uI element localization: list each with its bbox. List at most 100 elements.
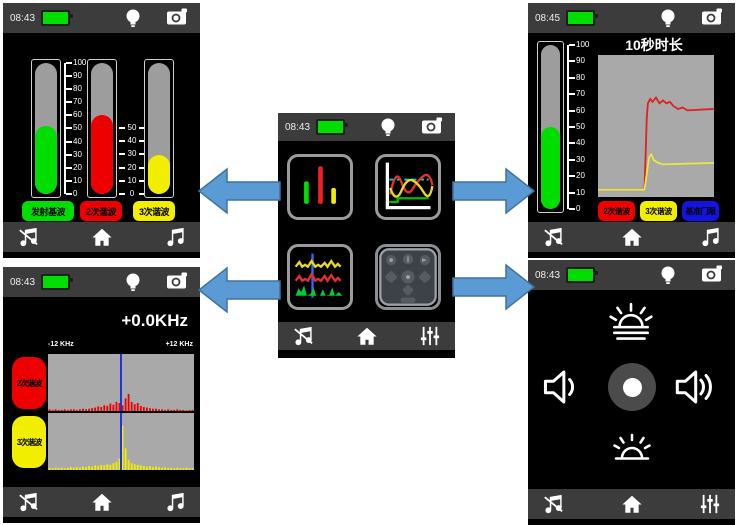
remote-control-icon <box>379 248 437 306</box>
spectrum-content: +0.0KHz -12 KHz +12 KHz 2次谐波 3次谐波 <box>3 297 200 487</box>
brightness-up-button[interactable] <box>606 302 656 346</box>
clock: 08:43 <box>10 12 36 24</box>
arrow-to-trend-chart <box>452 167 536 215</box>
meter-fill <box>541 127 560 209</box>
camera-icon[interactable] <box>701 7 723 29</box>
battery-icon <box>41 274 74 290</box>
nav-bar <box>278 322 455 350</box>
meter-3rd-harmonic <box>144 59 174 198</box>
home-icon[interactable] <box>91 492 113 512</box>
menu-content <box>278 141 455 322</box>
spectrum-panel-2nd <box>48 354 194 411</box>
music-off-icon[interactable] <box>292 326 314 346</box>
spectrum-trace-2nd <box>48 393 194 411</box>
backlight-bulb-icon[interactable] <box>122 271 144 293</box>
clock: 08:45 <box>535 12 561 24</box>
volume-up-button[interactable] <box>675 362 721 412</box>
equalizer-icon[interactable] <box>419 326 441 346</box>
nav-bar <box>528 489 735 519</box>
music-icon[interactable] <box>164 227 186 247</box>
camera-icon[interactable] <box>166 271 188 293</box>
music-icon[interactable] <box>699 227 721 247</box>
arrow-to-bar-meters <box>197 167 281 215</box>
camera-icon[interactable] <box>421 116 443 138</box>
screen-main-menu: 08:43 <box>278 113 455 358</box>
backlight-bulb-icon[interactable] <box>657 264 679 286</box>
spectrum-icon <box>294 253 343 298</box>
battery-icon <box>566 267 599 283</box>
meter-fundamental <box>31 59 61 198</box>
center-marker-line <box>120 354 122 411</box>
equalizer-icon[interactable] <box>699 494 721 514</box>
spectrum-panel-3rd <box>48 413 194 470</box>
home-icon[interactable] <box>356 326 378 346</box>
record-dot-icon <box>622 377 642 397</box>
controls-content <box>528 290 735 489</box>
camera-icon[interactable] <box>701 264 723 286</box>
trend-chart-panel <box>598 55 714 197</box>
frequency-offset-value: +0.0KHz <box>121 311 188 330</box>
bar-meters-icon <box>304 166 336 204</box>
volume-down-button[interactable] <box>542 362 588 412</box>
menu-tile-trend-chart[interactable] <box>375 154 441 220</box>
record-button[interactable] <box>608 363 656 411</box>
range-min-label: -12 KHz <box>48 341 74 348</box>
menu-tile-remote-control[interactable] <box>375 244 441 310</box>
status-bar: 08:43 <box>3 267 200 297</box>
label-3rd-harmonic-button[interactable]: 3次谐波 <box>133 201 175 221</box>
menu-tile-bar-meters[interactable] <box>287 154 353 220</box>
clock: 08:43 <box>535 269 561 281</box>
backlight-bulb-icon[interactable] <box>657 7 679 29</box>
status-bar: 08:43 <box>278 113 455 141</box>
band-3rd-harmonic-button[interactable]: 3次谐波 <box>12 416 46 468</box>
nav-bar <box>3 487 200 517</box>
trend-lines <box>598 55 714 197</box>
home-icon[interactable] <box>621 494 643 514</box>
backlight-bulb-icon[interactable] <box>377 116 399 138</box>
clock: 08:43 <box>10 276 36 288</box>
label-fundamental-button[interactable]: 发射基波 <box>22 201 74 221</box>
home-icon[interactable] <box>621 227 643 247</box>
screen-controls: 08:43 <box>528 260 735 525</box>
camera-icon[interactable] <box>166 7 188 29</box>
music-icon[interactable] <box>164 492 186 512</box>
status-bar: 08:43 <box>528 260 735 290</box>
legend-threshold-button[interactable]: 基准门限 <box>682 201 719 221</box>
battery-icon <box>316 119 349 135</box>
range-max-label: +12 KHz <box>165 341 193 348</box>
chart-title: 10秒时长 <box>625 37 683 53</box>
nav-bar <box>528 222 735 252</box>
menu-tile-spectrum[interactable] <box>287 244 353 310</box>
meter-fill <box>35 125 57 194</box>
status-bar: 08:43 <box>3 3 200 33</box>
home-icon[interactable] <box>91 227 113 247</box>
brightness-down-button[interactable] <box>608 430 656 468</box>
music-off-icon[interactable] <box>542 494 564 514</box>
meter-fill <box>91 115 113 194</box>
band-2nd-harmonic-button[interactable]: 2次谐波 <box>12 357 46 409</box>
legend-3rd-harmonic-button[interactable]: 3次谐波 <box>640 201 677 221</box>
legend-2nd-harmonic-button[interactable]: 2次谐波 <box>598 201 635 221</box>
trend-chart-icon <box>385 162 434 210</box>
backlight-bulb-icon[interactable] <box>122 7 144 29</box>
meter-fundamental <box>537 41 564 213</box>
label-2nd-harmonic-button[interactable]: 2次谐波 <box>80 201 122 221</box>
arrow-to-spectrum <box>197 266 281 314</box>
screen-spectrum: 08:43 +0.0KHz -12 KHz +12 KHz 2次谐波 3次谐波 <box>3 267 200 523</box>
nav-bar <box>3 222 200 252</box>
music-off-icon[interactable] <box>17 227 39 247</box>
music-off-icon[interactable] <box>17 492 39 512</box>
music-off-icon[interactable] <box>542 227 564 247</box>
spectrum-trace-3rd <box>48 425 194 470</box>
status-bar: 08:45 <box>528 3 735 33</box>
clock: 08:43 <box>285 121 311 133</box>
meter-fill <box>148 154 170 194</box>
arrow-to-controls <box>452 263 536 311</box>
battery-icon <box>41 10 74 26</box>
